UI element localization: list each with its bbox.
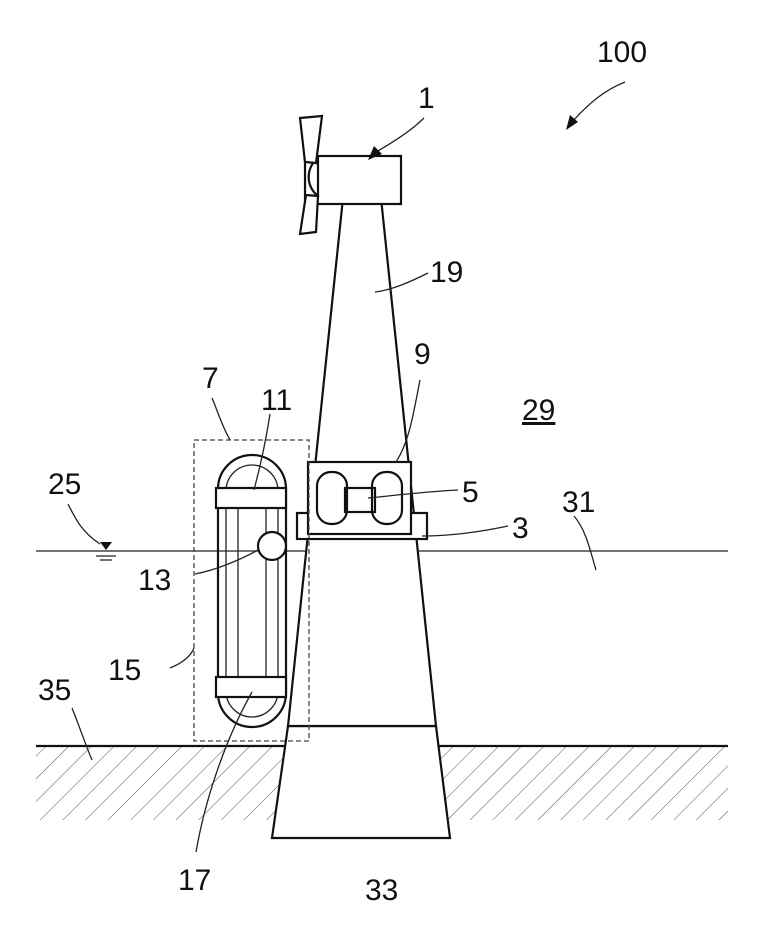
label-upper-wheel: 11 bbox=[261, 384, 292, 417]
nacelle bbox=[305, 156, 401, 204]
leader-platform bbox=[422, 526, 508, 536]
pivot bbox=[258, 532, 286, 560]
label-air: 29 bbox=[522, 394, 555, 427]
rotor-blade-bottom bbox=[300, 195, 318, 234]
leader-chain-frame bbox=[170, 648, 194, 668]
label-pivot: 13 bbox=[138, 564, 171, 597]
upper-wheel bbox=[216, 488, 286, 508]
label-tower: 19 bbox=[430, 256, 463, 289]
leader-water-level bbox=[68, 504, 100, 544]
label-water-surface: 31 bbox=[562, 486, 595, 519]
leader-water-surface bbox=[574, 516, 596, 570]
label-platform: 3 bbox=[512, 512, 529, 545]
label-chain-frame: 15 bbox=[108, 654, 141, 687]
foundation bbox=[272, 726, 450, 838]
label-seabed: 35 bbox=[38, 674, 71, 707]
label-turbine: 1 bbox=[418, 82, 435, 115]
label-system: 100 bbox=[597, 36, 647, 69]
generator-housing bbox=[308, 462, 411, 534]
turbine-arrow bbox=[376, 118, 424, 152]
system-arrow bbox=[572, 82, 625, 122]
leader-unit bbox=[212, 398, 230, 440]
label-water-level: 25 bbox=[48, 468, 81, 501]
label-device: 9 bbox=[414, 338, 431, 371]
chain-mid bbox=[238, 488, 266, 694]
label-generator: 5 bbox=[462, 476, 479, 509]
label-foundation: 33 bbox=[365, 874, 398, 907]
label-lower-wheel: 17 bbox=[178, 864, 211, 897]
label-unit: 7 bbox=[202, 362, 219, 395]
leader-upper-wheel bbox=[254, 414, 270, 490]
